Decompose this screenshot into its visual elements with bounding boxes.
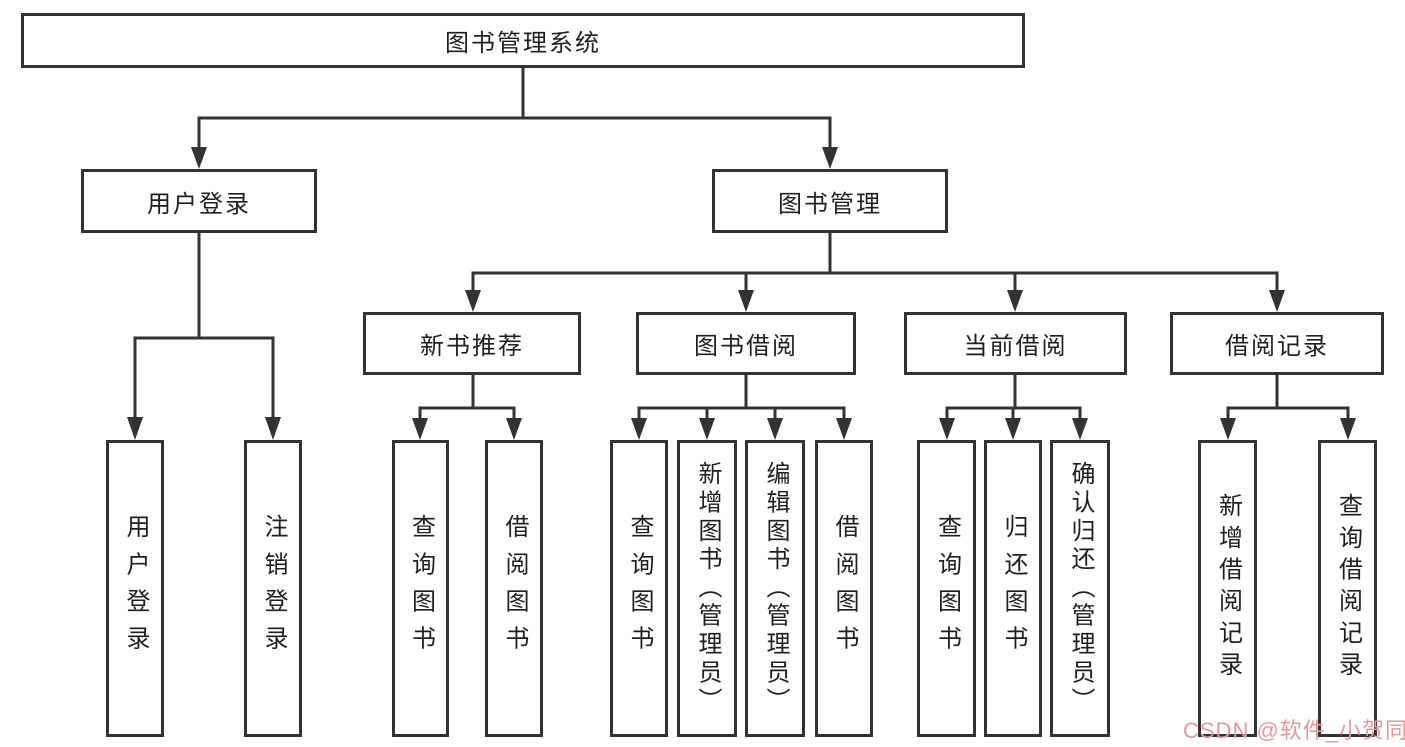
node-book-management: 图书管理 [712,169,948,233]
leaf-query-books-recommend-label: 查询图书 [407,514,435,663]
node-book-borrow-label: 图书借阅 [694,333,798,360]
leaf-add-book-admin-label: 新增图书（管理员） [694,461,721,716]
leaf-query-books-recommend: 查询图书 [392,440,449,737]
node-book-borrow: 图书借阅 [636,312,856,375]
leaf-query-books-borrow: 查询图书 [610,440,668,737]
leaf-query-books-current: 查询图书 [917,440,976,737]
node-book-management-label: 图书管理 [778,190,882,218]
node-new-book-recommend: 新书推荐 [363,312,581,375]
leaf-edit-book-admin: 编辑图书（管理员） [745,440,805,737]
connector-new-book-recommend-branch [412,373,522,440]
leaf-add-borrow-record: 新增借阅记录 [1198,440,1257,737]
node-current-borrow: 当前借阅 [904,312,1127,375]
connector-user-login-branch [127,231,281,440]
leaf-add-borrow-record-label: 新增借阅记录 [1214,493,1242,684]
node-root: 图书管理系统 [21,13,1025,68]
leaf-borrow-books-recommend-label: 借阅图书 [501,514,528,663]
leaf-borrow-books-borrow: 借阅图书 [815,440,873,737]
node-new-book-recommend-label: 新书推荐 [420,333,524,360]
csdn-watermark: CSDN @软件_小贺同学 [1183,718,1405,743]
connector-root-to-level2 [191,66,838,169]
connector-current-borrow-branch [939,373,1088,440]
node-current-borrow-label: 当前借阅 [963,333,1068,360]
leaf-confirm-return-admin: 确认归还（管理员） [1050,440,1110,737]
leaf-query-borrow-record-label: 查询借阅记录 [1334,493,1362,684]
node-user-login-label: 用户登录 [147,190,251,218]
leaf-confirm-return-admin-label: 确认归还（管理员） [1067,461,1094,716]
leaf-add-book-admin: 新增图书（管理员） [677,440,737,737]
leaf-user-login-label: 用户登录 [122,514,149,663]
leaf-user-login: 用户登录 [106,440,164,737]
leaf-return-book: 归还图书 [984,440,1042,737]
connector-borrow-records-branch [1220,373,1356,440]
node-borrow-records: 借阅记录 [1170,312,1384,375]
leaf-return-book-label: 归还图书 [1000,514,1027,663]
leaf-borrow-books-recommend: 借阅图书 [485,440,543,737]
leaf-edit-book-admin-label: 编辑图书（管理员） [762,461,789,716]
leaf-query-borrow-record: 查询借阅记录 [1318,440,1377,737]
node-user-login: 用户登录 [81,169,317,233]
node-root-label: 图书管理系统 [445,30,601,57]
leaf-logout-label: 注销登录 [260,514,287,663]
leaf-borrow-books-borrow-label: 借阅图书 [831,514,858,663]
leaf-query-books-borrow-label: 查询图书 [626,514,653,663]
connector-book-borrow-branch [631,373,852,440]
connector-book-management-branch [465,231,1285,312]
leaf-query-books-current-label: 查询图书 [933,514,961,663]
leaf-logout: 注销登录 [244,440,302,737]
node-borrow-records-label: 借阅记录 [1225,333,1329,360]
